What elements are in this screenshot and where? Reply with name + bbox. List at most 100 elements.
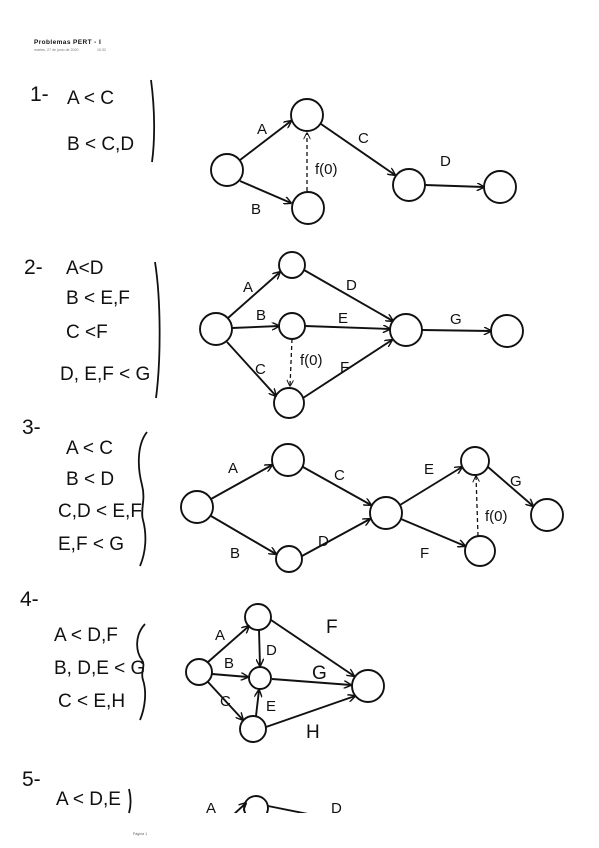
problem-3-constraint-3: C,D < E,F [58, 501, 142, 522]
edge-label-g: G [312, 663, 327, 684]
node [180, 490, 214, 524]
edge-d [267, 805, 308, 813]
edge-label-c: C [334, 467, 345, 484]
problem-3-bracket [137, 431, 148, 567]
edge-label-e: E [266, 698, 276, 715]
edge-label-b: B [230, 545, 240, 562]
edge-f [302, 340, 392, 399]
page-title: Problemas PERT - I [34, 39, 102, 46]
edge-dummy [290, 338, 292, 386]
edge-g [487, 466, 533, 506]
edge-label-d: D [318, 533, 329, 550]
edge-a [227, 272, 280, 319]
edge-dummy [476, 476, 478, 537]
edge-c [226, 341, 276, 396]
edge-a [233, 803, 246, 813]
edge-h [265, 696, 355, 728]
edge-f [400, 518, 465, 546]
edge-label-h: H [306, 722, 320, 743]
edge-label-g: G [510, 473, 522, 490]
node [210, 153, 244, 187]
edge-label-a: A [206, 800, 216, 817]
edge-label-f: F [340, 359, 349, 376]
edge-a [207, 626, 249, 663]
problem-1-number: 1- [30, 83, 49, 106]
problem-5-bracket [128, 788, 132, 814]
node [275, 545, 303, 573]
problem-2-constraint-2: B < E,F [66, 288, 130, 309]
edge-g [271, 678, 351, 685]
problem-4: 4- A < D,F B, D,E < G C < E,H A B C D E … [20, 588, 385, 743]
problem-3-number: 3- [22, 416, 41, 439]
problem-1-bracket [150, 79, 156, 163]
edge-b [231, 326, 279, 328]
node [392, 168, 426, 202]
page-time: 10:32 [97, 48, 106, 52]
edge-label-a: A [257, 121, 267, 138]
edge-label-e: E [424, 461, 434, 478]
node [530, 498, 564, 532]
edge-label-f: F [420, 545, 429, 562]
edge-label-a: A [215, 627, 225, 644]
node [490, 314, 524, 348]
edge-label-b: B [256, 307, 266, 324]
node [389, 313, 423, 347]
problem-4-constraint-1: A < D,F [54, 625, 118, 646]
node [273, 387, 305, 419]
problem-3-constraint-4: E,F < G [58, 534, 124, 555]
node [460, 446, 490, 476]
problem-5: 5- A < D,E A D [22, 768, 342, 817]
edge-label-b: B [224, 655, 234, 672]
problem-4-constraint-2: B, D,E < G [54, 658, 145, 679]
edge-g [421, 330, 491, 331]
edge-d [424, 185, 484, 187]
edge-e [256, 690, 259, 717]
problem-4-number: 4- [20, 588, 39, 611]
page-date: martes, 27 de junio de 2020 [34, 48, 79, 52]
edge-b [211, 674, 248, 677]
problem-1-constraint-2: B < C,D [67, 134, 134, 155]
edge-label-dummy: f(0) [485, 508, 508, 525]
edge-c [320, 123, 395, 175]
node [291, 191, 325, 225]
problem-5-constraint-1: A < D,E [56, 789, 121, 810]
node [464, 535, 496, 567]
edge-e [399, 467, 462, 506]
problem-1: 1- A < C B < C,D A B C D f(0) [30, 79, 517, 225]
edge-c [207, 681, 243, 720]
node [248, 666, 272, 690]
edge-label-dummy: f(0) [315, 161, 338, 178]
edge-a [239, 121, 291, 161]
problem-2-bracket [154, 261, 161, 399]
problem-2-constraint-4: D, E,F < G [60, 364, 150, 385]
edge-a [210, 465, 272, 500]
edge-d [301, 519, 370, 557]
node [290, 98, 324, 132]
problem-1-constraint-1: A < C [67, 88, 114, 109]
edge-label-dummy: f(0) [300, 352, 323, 369]
problem-3-constraint-2: B < D [66, 469, 114, 490]
problem-3: 3- A < C B < D C,D < E,F E,F < G A B C D… [22, 416, 564, 573]
edge-c [302, 466, 371, 505]
node [278, 251, 306, 279]
edge-label-g: G [450, 311, 462, 328]
edge-d [259, 629, 260, 666]
edge-label-a: A [243, 279, 253, 296]
problem-4-constraint-3: C < E,H [58, 691, 125, 712]
node [271, 443, 305, 477]
page-footer: Página 1 [132, 832, 148, 836]
edge-label-b: B [251, 201, 261, 218]
node [244, 603, 272, 631]
edge-label-c: C [255, 361, 266, 378]
edge-d [303, 269, 393, 321]
edge-label-d: D [331, 800, 342, 817]
problem-2-constraint-3: C <F [66, 322, 108, 343]
edge-label-c: C [220, 693, 231, 710]
problem-2: 2- A<D B < E,F C <F D, E,F < G A B C D E… [24, 251, 524, 419]
problem-3-constraint-1: A < C [66, 438, 113, 459]
node [369, 496, 403, 530]
edge-b [239, 180, 291, 203]
node [239, 715, 267, 743]
edge-label-a: A [228, 460, 238, 477]
